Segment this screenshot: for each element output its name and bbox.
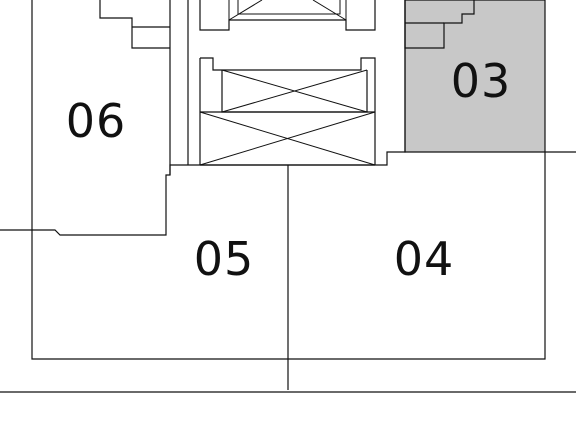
unit-05-label: 05 [194, 232, 255, 286]
building-outline [31, 0, 576, 360]
unit-06-label: 06 [66, 94, 127, 148]
unit-04-label: 04 [394, 232, 455, 286]
lift-car-2-cross [199, 111, 376, 166]
top-lift-inner [237, 0, 341, 15]
top-lift-shaft [199, 0, 376, 31]
core-step-left-top [99, 0, 170, 49]
unit-03-label: 03 [451, 54, 512, 108]
core-outline [169, 0, 406, 175]
lift-car-1-cross [221, 69, 368, 113]
core-step-right-top [404, 0, 475, 49]
lift-block-outline [200, 57, 376, 165]
top-lift-cross [228, 0, 347, 21]
